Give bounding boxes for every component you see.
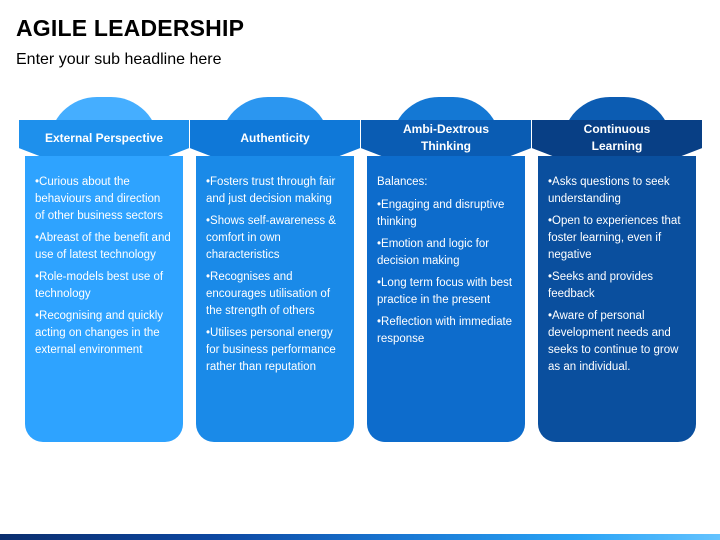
bullet-item: •Emotion and logic for decision making: [377, 238, 490, 267]
bullet-item: •Seeks and provides feedback: [548, 271, 654, 300]
bullet-item: •Asks questions to seek understanding: [548, 176, 670, 205]
column-body: •Fosters trust through fair and just dec…: [196, 156, 354, 442]
column-ambi-dextrous-thinking: Ambi-Dextrous Thinking Balances: •Engagi…: [361, 97, 531, 442]
bullet-item: •Recognises and encourages utilisation o…: [206, 271, 331, 317]
bullet-item: •Role-models best use of technology: [35, 271, 164, 300]
column-body: •Asks questions to seek understanding •O…: [538, 156, 696, 442]
bullet-item: •Utilises personal energy for business p…: [206, 327, 336, 373]
column-authenticity: Authenticity •Fosters trust through fair…: [190, 97, 360, 442]
page-subtitle: Enter your sub headline here: [16, 51, 222, 68]
column-heading: Authenticity: [190, 120, 360, 156]
column-heading: External Perspective: [19, 120, 189, 156]
page-title: AGILE LEADERSHIP: [16, 15, 245, 41]
bullet-item: •Long term focus with best practice in t…: [377, 277, 513, 306]
column-heading: Ambi-Dextrous Thinking: [361, 120, 531, 156]
bullet-item: •Fosters trust through fair and just dec…: [206, 176, 336, 205]
bullet-item: •Curious about the behaviours and direct…: [35, 176, 163, 222]
bottom-gradient-bar: [0, 534, 720, 540]
bullet-item: •Aware of personal development needs and…: [548, 310, 679, 373]
bullet-item: •Reflection with immediate response: [377, 316, 513, 345]
bullet-item: •Abreast of the benefit and use of lates…: [35, 232, 171, 261]
bullet-item: •Shows self-awareness & comfort in own c…: [206, 215, 336, 261]
column-body: Balances: •Engaging and disruptive think…: [367, 156, 525, 442]
bullet-item: •Open to experiences that foster learnin…: [548, 215, 681, 261]
column-external-perspective: External Perspective •Curious about the …: [19, 97, 189, 442]
bullet-item: •Recognising and quickly acting on chang…: [35, 310, 164, 356]
column-continuous-learning: Continuous Learning •Asks questions to s…: [532, 97, 702, 442]
bullet-item: •Engaging and disruptive thinking: [377, 199, 505, 228]
column-heading: Continuous Learning: [532, 120, 702, 156]
column-lead-text: Balances:: [377, 176, 428, 188]
column-body: •Curious about the behaviours and direct…: [25, 156, 183, 442]
